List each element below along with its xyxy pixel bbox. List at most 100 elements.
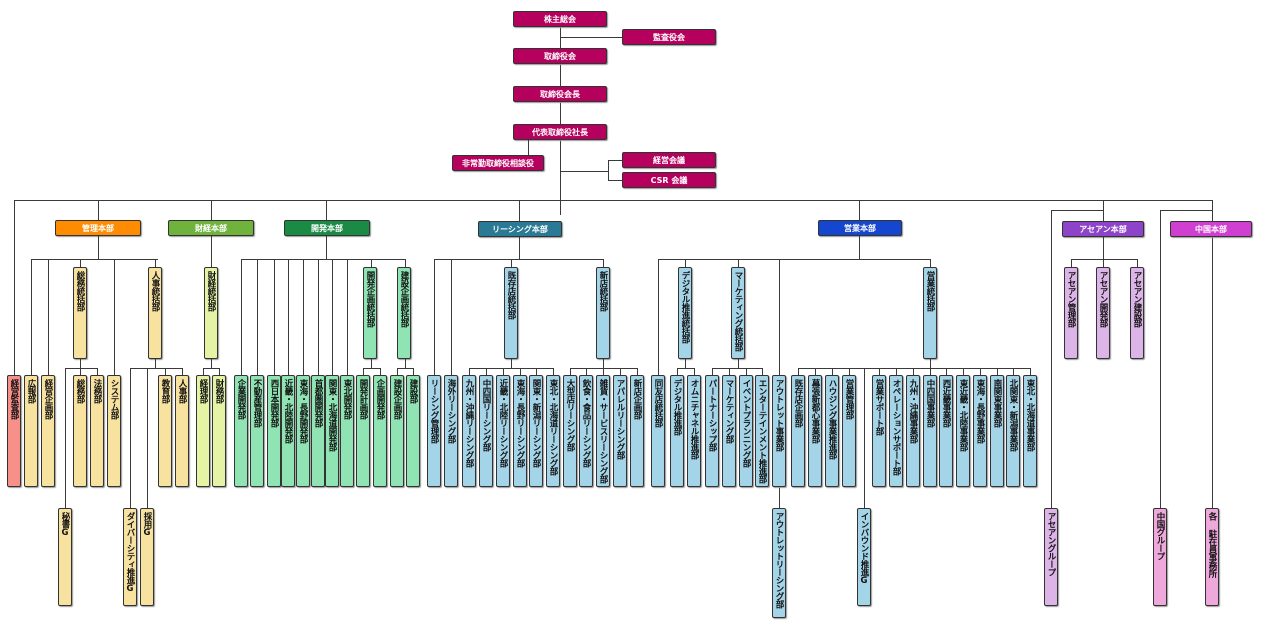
node-asean-group[interactable]: アセアングループ [1044,508,1058,606]
node-outlet[interactable]: アウトレット事業部 [772,375,786,487]
node-soumu-toukatsu[interactable]: 総務統括部 [73,267,87,359]
node-eigyo-kanri[interactable]: 営業管理部 [842,375,856,487]
node-tohoku-kaihatsu[interactable]: 東北開発部 [340,375,354,487]
node-tokai-nagano[interactable]: 東海・長野開発部 [296,375,310,487]
connector-line [1051,210,1104,211]
node-kizon-toukatsu[interactable]: 既存店統括部 [504,267,518,359]
node-saiyou[interactable]: 採用G [140,508,154,606]
connector-line [1160,210,1213,211]
node-kaihatsu-kikaku-toukatsu[interactable]: 開発企画統括部 [363,267,377,359]
node-advisor[interactable]: 非常勤取締役相談役 [452,155,544,171]
node-housing[interactable]: ハウジング事業推進部 [825,375,839,487]
node-eigyo-support[interactable]: 営業サポート部 [872,375,886,487]
node-zaimu-bu[interactable]: 財務部 [212,375,226,487]
node-chushikoku-leasing[interactable]: 中四国リーシング部 [479,375,493,487]
node-digital-toukatsu[interactable]: デジタル推進統括部 [678,267,692,359]
node-outlet-leasing[interactable]: アウトレットリーシング部 [772,508,786,618]
node-kaigai-leasing[interactable]: 海外リーシング部 [444,375,458,487]
connector-line [1013,368,1014,375]
node-apparel-leasing[interactable]: アパレルリーシング部 [613,375,627,487]
node-kensetsu-kikaku[interactable]: 建設企画部 [390,375,404,487]
node-kyouiku[interactable]: 教育部 [158,375,172,487]
node-event[interactable]: イベントプランニング部 [739,375,753,487]
division-leasing[interactable]: リーシング本部 [478,221,562,237]
node-asean-kanri[interactable]: アセアン管理部 [1064,267,1078,359]
division-kaihatsu[interactable]: 開発本部 [284,220,370,236]
node-kouhou[interactable]: 広報部 [24,375,38,487]
division-zaimu[interactable]: 財経本部 [168,220,254,236]
node-higashikinki-jigyo[interactable]: 東近畿・北陸事業部 [956,375,970,487]
node-minamikanto-jigyo[interactable]: 南関東事業部 [990,375,1004,487]
node-keiri[interactable]: 経理部 [196,375,210,487]
node-marketing-toukatsu[interactable]: マーケティング統括部 [731,267,745,359]
node-kensetsu[interactable]: 建設部 [406,375,420,487]
node-entertainment[interactable]: エンターテインメント推進部 [755,375,769,487]
node-zaikei-toukatsu[interactable]: 財経統括部 [204,267,218,359]
node-operation-support[interactable]: オペレーションサポート部 [889,375,903,487]
division-asean[interactable]: アセアン本部 [1062,221,1144,237]
division-kanri[interactable]: 管理本部 [55,220,141,236]
connector-line [608,160,623,161]
node-tohoku-jigyo[interactable]: 東北・北海道事業部 [1023,375,1037,487]
node-president[interactable]: 代表取締役社長 [513,124,607,140]
node-kensetsu-kikaku-toukatsu[interactable]: 建設企画統括部 [397,267,411,359]
node-tohoku-leasing[interactable]: 東北・北海道リーシング部 [546,375,560,487]
node-zakka-leasing[interactable]: 雑貨・サービスリーシング部 [596,375,610,487]
node-inbound[interactable]: インバウンド推進G [857,508,871,606]
node-tokai-jigyo[interactable]: 東海・長野事業部 [973,375,987,487]
node-jinji-toukatsu[interactable]: 人事統括部 [148,267,162,359]
node-oogata-leasing[interactable]: 大型店リーシング部 [563,375,577,487]
node-diversity[interactable]: ダイバーシティ推進G [123,508,137,606]
node-keiei-kansa[interactable]: 経営監査部 [7,375,21,487]
node-asean-kensetsu[interactable]: アセアン建設部 [1130,267,1144,359]
node-marketing[interactable]: マーケティング部 [722,375,736,487]
node-chairman[interactable]: 取締役会長 [513,86,607,102]
node-douyuu[interactable]: 同友店統括部 [651,375,665,487]
node-kaihatsu-keikaku[interactable]: 開発計画部 [356,375,370,487]
node-kinki-leasing[interactable]: 近畿・北陸リーシング部 [496,375,510,487]
node-chushikoku-jigyo[interactable]: 中四国事業部 [923,375,937,487]
node-fudousan[interactable]: 不動産管理部 [250,375,264,487]
node-kanto-hokkaido[interactable]: 関東・北海道開発部 [325,375,339,487]
node-board[interactable]: 取締役会 [513,48,607,64]
node-nishikinki-jigyo[interactable]: 西近畿事業部 [939,375,953,487]
division-eigyo[interactable]: 営業本部 [818,220,902,236]
node-chuzai[interactable]: 各 駐在員事務所 [1205,508,1219,606]
node-omni[interactable]: オムニチャネル推進部 [687,375,701,487]
connector-line [211,236,212,267]
node-jinji[interactable]: 人事部 [175,375,189,487]
node-kitakanto-jigyo[interactable]: 北関東・新潟事業部 [1006,375,1020,487]
node-houmu[interactable]: 法務部 [90,375,104,487]
node-hisho[interactable]: 秘書G [58,508,72,606]
node-shutoken[interactable]: 首都圏開発部 [311,375,325,487]
node-asean-kaihatsu[interactable]: アセアン開発部 [1096,267,1110,359]
node-eigyo-toukatsu[interactable]: 営業統括部 [923,267,937,359]
node-partnership[interactable]: パートナーシップ部 [705,375,719,487]
node-kizon-kikaku[interactable]: 既存店企画部 [791,375,805,487]
node-kyushu-leasing[interactable]: 九州・沖縄リーシング部 [462,375,476,487]
node-tokai-leasing[interactable]: 東海・長野リーシング部 [513,375,527,487]
node-makuhari[interactable]: 幕張新都心事業部 [808,375,822,487]
node-kyushu-jigyo[interactable]: 九州・沖縄事業部 [906,375,920,487]
node-system[interactable]: システム部 [107,375,121,487]
node-shinten-kikaku[interactable]: 新店企画部 [630,375,644,487]
node-auditors[interactable]: 監査役会 [622,29,716,45]
node-shinten-toukatsu[interactable]: 新店統括部 [596,267,610,359]
node-nishinihon[interactable]: 西日本開発部 [267,375,281,487]
division-china[interactable]: 中国本部 [1170,221,1252,237]
connector-line [155,259,156,267]
node-label: 開発計画部 [358,379,368,419]
node-leasing-kanri[interactable]: リーシング管理部 [427,375,441,487]
node-management-council[interactable]: 経営会議 [622,152,716,168]
node-kikaku-kaihatsu[interactable]: 企画開発部 [373,375,387,487]
node-keiei-kikaku[interactable]: 経営企画部 [41,375,55,487]
node-china-group[interactable]: 中国グループ [1153,508,1167,606]
node-shareholders[interactable]: 株主総会 [513,11,607,27]
node-csr-council[interactable]: CSR 会議 [622,172,716,188]
node-digital[interactable]: デジタル推進部 [670,375,684,487]
node-inshoku-leasing[interactable]: 飲食・食品リーシング部 [579,375,593,487]
node-soumu[interactable]: 総務部 [73,375,87,487]
node-kigyou-kaihatsu[interactable]: 企業開発部 [234,375,248,487]
node-kinki-hokuriku[interactable]: 近畿・北陸開発部 [281,375,295,487]
node-kanto-leasing[interactable]: 関東・新潟リーシング部 [529,375,543,487]
